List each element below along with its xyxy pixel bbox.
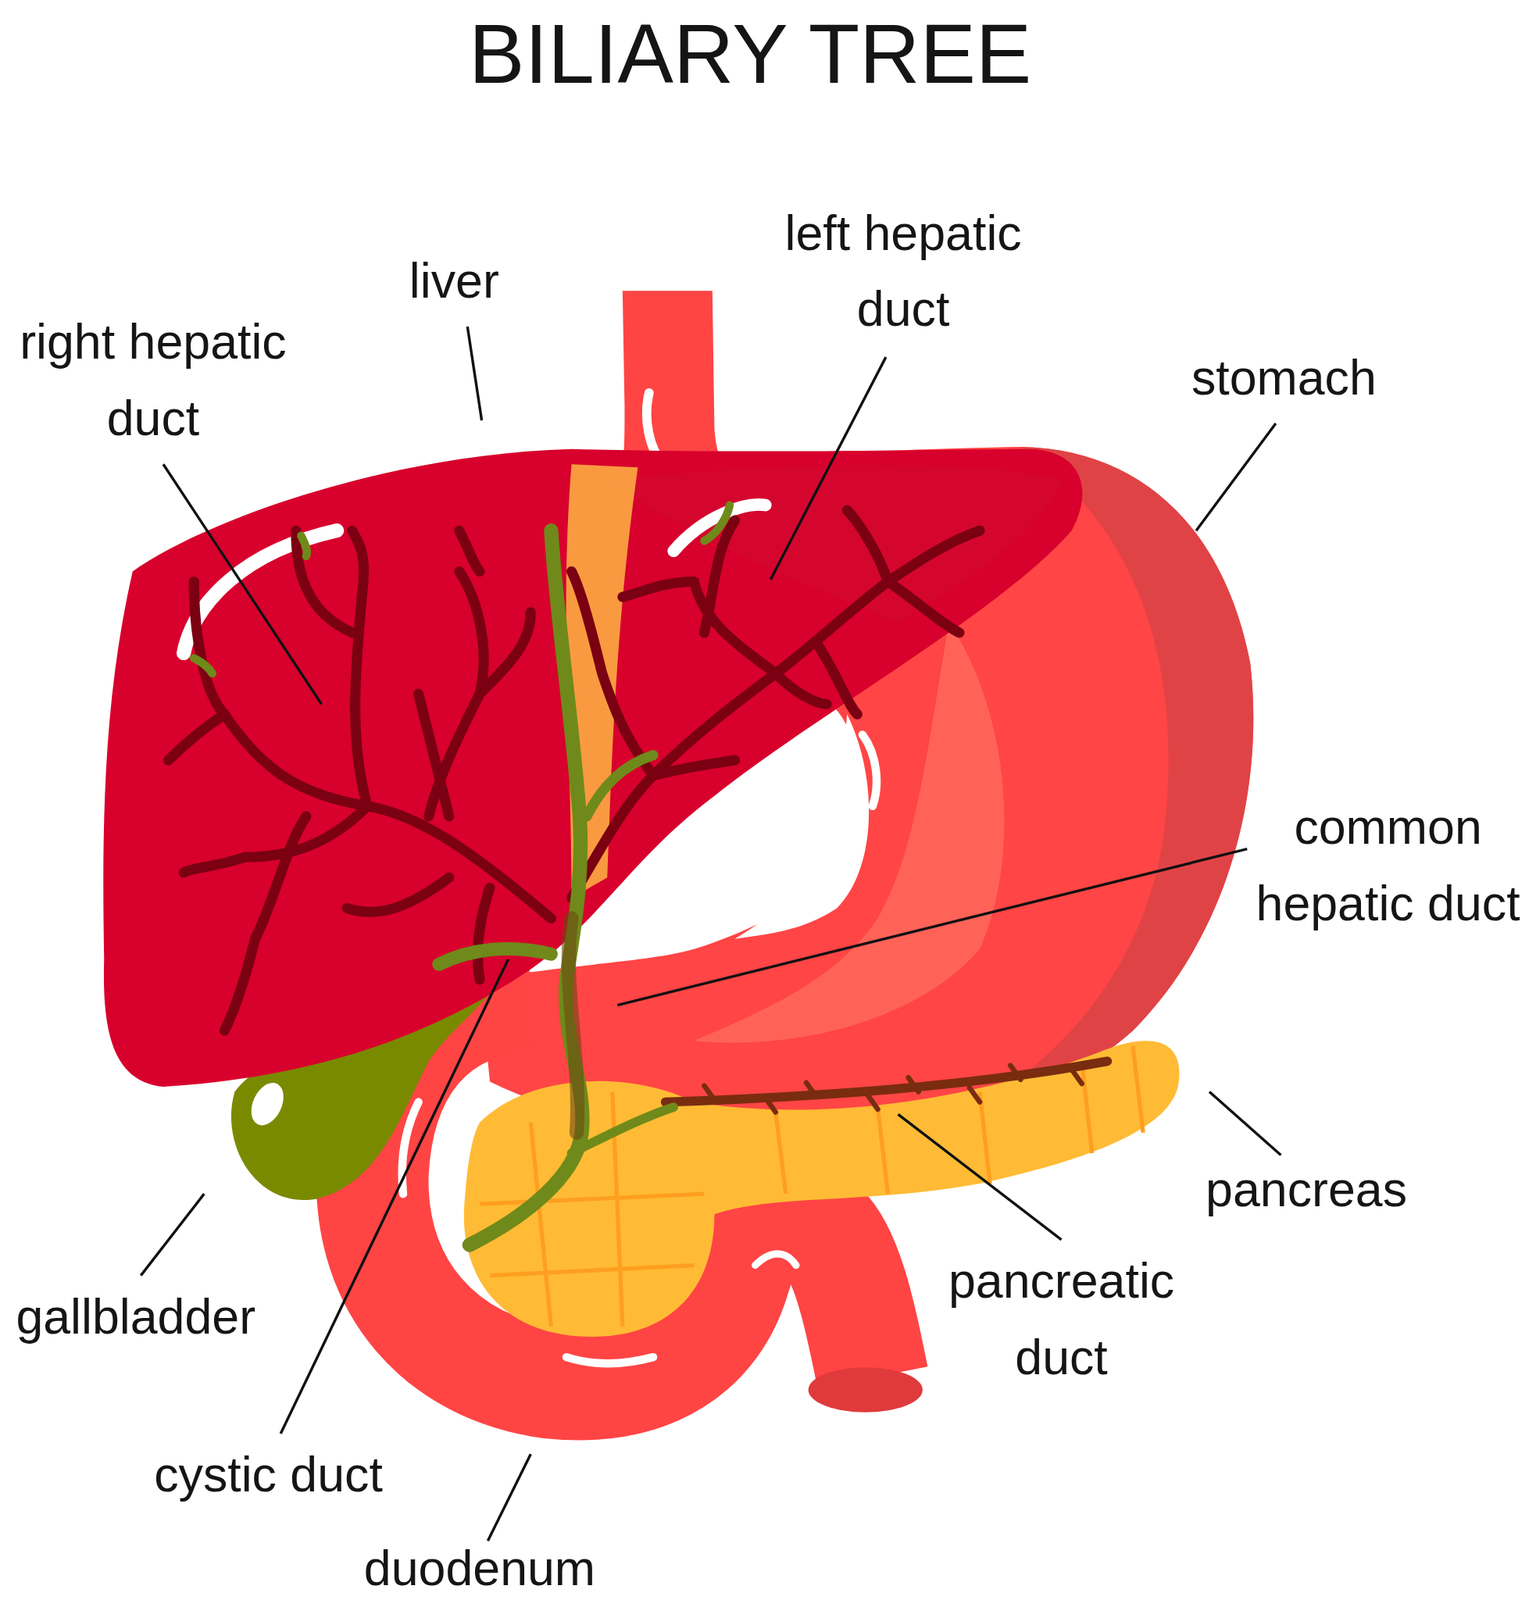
liver [103,449,1083,1087]
duodenum-end [808,1367,923,1412]
leader-line [140,1193,204,1276]
leader-line [1209,1092,1281,1156]
duct-branches [703,1065,1082,1113]
duct-overlap [568,918,578,1133]
common-bile-duct [469,530,583,1245]
vessel [622,581,694,597]
part-label: common hepatic duct [1242,789,1533,943]
pancreatic-duct [665,1060,1108,1102]
part-label: gallbladder [0,1278,279,1356]
part-label: stomach [1151,339,1418,417]
leader-line [467,326,482,421]
highlight [245,1077,290,1131]
vessel [168,581,226,761]
liver-shade [612,464,1062,622]
vessel [571,571,654,776]
part-label: duodenum [336,1530,623,1600]
part-label: left hepatic duct [755,195,1052,349]
highlight [183,530,337,654]
cystic-duct [439,948,552,965]
duct-junction [571,1107,675,1154]
highlight [862,734,877,806]
diagram-title: BILIARY TREE [290,0,1210,109]
leader-line [280,959,508,1434]
bile-ducts [193,505,730,1246]
duct-branch [193,535,308,674]
vessel [428,530,532,817]
part-label: cystic duct [105,1436,433,1514]
highlight [755,1253,797,1266]
leader-line [617,849,1247,1006]
vessel [183,806,368,873]
leader-line [1196,423,1276,531]
part-label: right hepatic duct [0,303,317,458]
leader-line [770,357,886,580]
vessel [352,530,368,807]
part-label: liver [352,242,557,320]
duct-branch [586,755,654,817]
leader-line [487,1453,531,1541]
leader-lines [140,326,1281,1541]
leader-line [163,464,322,704]
vessel [346,877,490,980]
leader-line [898,1114,1062,1240]
duct-branch [703,505,730,542]
highlight [839,867,846,886]
vessel [418,693,450,817]
part-label: pancreas [1183,1151,1429,1229]
vessel [571,530,981,898]
vessel [653,510,960,776]
highlight [402,1102,419,1195]
highlight [566,1357,654,1364]
stomach-body [479,446,1254,1133]
vessel [224,816,307,1031]
part-label: pancreatic duct [915,1243,1207,1397]
